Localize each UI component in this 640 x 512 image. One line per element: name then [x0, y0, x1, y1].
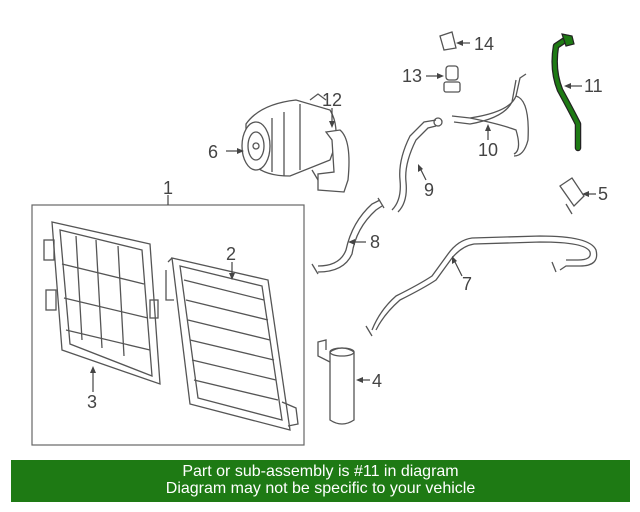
callout-13: 13: [402, 66, 422, 86]
callout-5: 5: [598, 184, 608, 204]
callout-10: 10: [478, 140, 498, 160]
callout-8: 8: [370, 232, 380, 252]
part-4-drier[interactable]: [317, 339, 355, 425]
callout-6: 6: [208, 142, 218, 162]
banner-line-1: Part or sub-assembly is #11 in diagram: [182, 463, 459, 480]
info-banner: Part or sub-assembly is #11 in diagram D…: [11, 460, 630, 502]
part-8-hose[interactable]: [311, 197, 385, 275]
callout-4: 4: [372, 371, 382, 391]
part-3-shroud[interactable]: [43, 221, 161, 385]
callout-14: 14: [474, 34, 494, 54]
callout-7: 7: [462, 274, 472, 294]
callout-3: 3: [87, 392, 97, 412]
part-2-condenser[interactable]: [165, 257, 299, 431]
callout-11: 11: [584, 76, 603, 96]
callout-1: 1: [163, 178, 173, 198]
part-14-cap[interactable]: [439, 31, 457, 51]
part-12-bracket[interactable]: [317, 129, 350, 193]
callout-9: 9: [424, 180, 434, 200]
part-11-highlighted-line[interactable]: [551, 33, 582, 152]
banner-line-2: Diagram may not be specific to your vehi…: [165, 480, 476, 497]
callout-2: 2: [226, 244, 236, 264]
part-5-sensor[interactable]: [559, 177, 585, 215]
parts-diagram: 1 2 3 4 5 6 7 8 9 10 11 12 13 14: [31, 31, 608, 446]
part-13-valve[interactable]: [443, 65, 461, 93]
part-9-hose[interactable]: [391, 117, 443, 213]
part-10-line[interactable]: [451, 73, 529, 157]
part-7-line[interactable]: [365, 235, 598, 337]
callout-12: 12: [322, 90, 342, 110]
